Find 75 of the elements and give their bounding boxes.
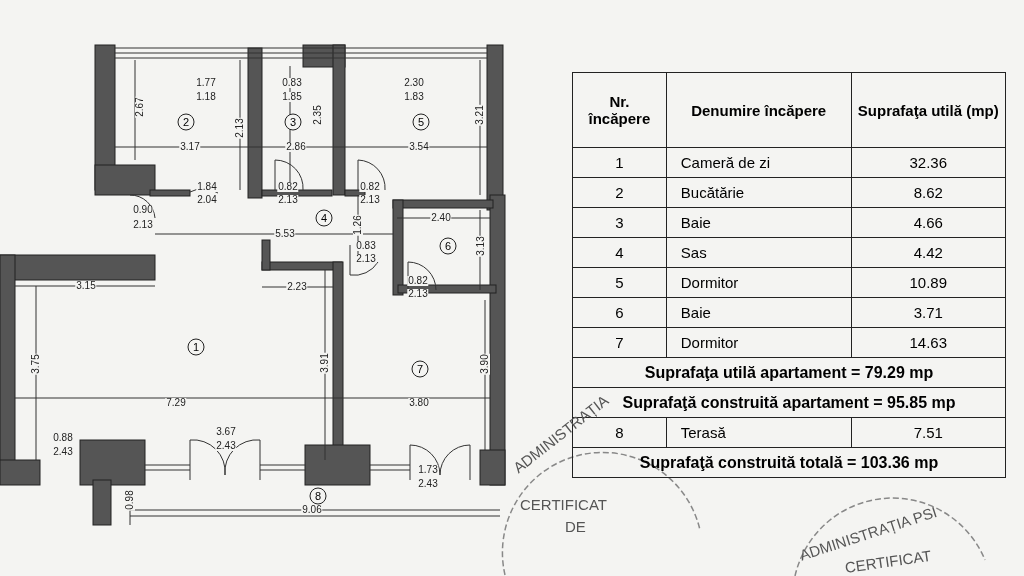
room-number: 7 <box>411 360 429 378</box>
stamp-text: CERTIFICAT <box>520 497 607 512</box>
header-cell: Denumire încăpere <box>666 72 852 148</box>
dimension-text: 0.98 <box>125 489 135 511</box>
table-cell: 5 <box>572 267 667 298</box>
dimension-text: 3.90 <box>480 353 490 375</box>
header-cell: Suprafaţa utilă (mp) <box>851 72 1006 148</box>
table-cell: Baie <box>666 297 852 328</box>
dimension-text: 2.43 <box>52 447 74 457</box>
table-cell: 4.42 <box>851 237 1006 268</box>
dimension-text: 3.75 <box>31 353 41 375</box>
dimension-text: 0.83 <box>355 241 377 251</box>
dimension-text: 2.35 <box>313 104 323 126</box>
table-cell: Bucătărie <box>666 177 852 208</box>
dimension-text: 0.82 <box>359 182 381 192</box>
room-number: 4 <box>315 209 333 227</box>
table-cell: Dormitor <box>666 327 852 358</box>
dimension-text: 1.85 <box>281 92 303 102</box>
table-cell: 1 <box>572 147 667 178</box>
room-number: 1 <box>187 338 205 356</box>
dimension-text: 2.13 <box>359 195 381 205</box>
room-number: 5 <box>412 113 430 131</box>
dimension-text: 2.04 <box>196 195 218 205</box>
dimension-text: 3.15 <box>75 281 97 291</box>
table-cell: 4.66 <box>851 207 1006 238</box>
dimension-text: 3.54 <box>408 142 430 152</box>
dimension-text: 1.84 <box>196 182 218 192</box>
dimension-text: 1.18 <box>195 92 217 102</box>
dimension-text: 2.13 <box>407 289 429 299</box>
dimension-text: 2.13 <box>355 254 377 264</box>
dimension-text: 1.83 <box>403 92 425 102</box>
table-cell: Dormitor <box>666 267 852 298</box>
dimension-text: 3.91 <box>320 352 330 374</box>
table-cell: Cameră de zi <box>666 147 852 178</box>
table-cell: 3.71 <box>851 297 1006 328</box>
dimension-text: 2.13 <box>132 220 154 230</box>
dimension-text: 2.67 <box>135 96 145 118</box>
stamp-text: DE <box>565 519 586 534</box>
table-cell: 7 <box>572 327 667 358</box>
dimension-text: 3.21 <box>475 104 485 126</box>
table-cell: 8.62 <box>851 177 1006 208</box>
dimension-text: 7.29 <box>165 398 187 408</box>
total-cell: Suprafaţa utilă apartament = 79.29 mp <box>572 357 1006 388</box>
room-number: 3 <box>284 113 302 131</box>
room-number: 2 <box>177 113 195 131</box>
table-cell: 14.63 <box>851 327 1006 358</box>
dimension-text: 3.13 <box>476 235 486 257</box>
table-cell: 32.36 <box>851 147 1006 178</box>
dimension-text: 2.23 <box>286 282 308 292</box>
dimension-text: 3.17 <box>179 142 201 152</box>
header-cell: Nr. încăpere <box>572 72 667 148</box>
dimension-text: 0.82 <box>407 276 429 286</box>
dimension-text: 2.43 <box>417 479 439 489</box>
dimension-text: 1.26 <box>353 214 363 236</box>
dimension-text: 2.43 <box>215 441 237 451</box>
table-cell: 10.89 <box>851 267 1006 298</box>
table-cell: 7.51 <box>851 417 1006 448</box>
dimension-text: 2.86 <box>285 142 307 152</box>
table-cell: Baie <box>666 207 852 238</box>
table-cell: Terasă <box>666 417 852 448</box>
table-cell: 2 <box>572 177 667 208</box>
dimension-text: 3.67 <box>215 427 237 437</box>
dimension-text: 0.88 <box>52 433 74 443</box>
room-number: 8 <box>309 487 327 505</box>
dimension-text: 0.90 <box>132 205 154 215</box>
total-cell: Suprafaţă construită totală = 103.36 mp <box>572 447 1006 478</box>
dimension-text: 2.13 <box>235 117 245 139</box>
room-number: 6 <box>439 237 457 255</box>
dimension-text: 0.82 <box>277 182 299 192</box>
table-cell: Sas <box>666 237 852 268</box>
table-cell: 4 <box>572 237 667 268</box>
dimension-text: 1.73 <box>417 465 439 475</box>
table-cell: 6 <box>572 297 667 328</box>
table-cell: 3 <box>572 207 667 238</box>
dimension-text: 5.53 <box>274 229 296 239</box>
